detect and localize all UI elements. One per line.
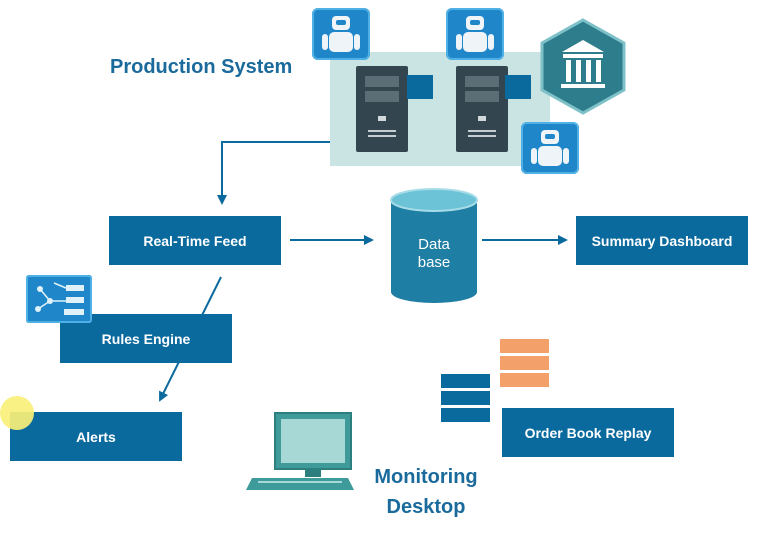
alerts-label: Alerts [76,428,116,445]
server-tag [407,75,433,99]
order-book-replay-box[interactable]: Order Book Replay [502,408,674,457]
server-tag [505,75,531,99]
database-label: Data base [391,236,477,272]
summary-dashboard-label: Summary Dashboard [591,232,733,249]
real-time-feed-box[interactable]: Real-Time Feed [109,216,281,265]
server-icon [456,66,508,152]
monitoring-title-line2: Desktop [386,496,466,518]
robot-icon [446,8,504,60]
database-label-line1: Data [418,236,450,253]
circuit-icon [26,275,92,323]
rules-engine-label: Rules Engine [101,330,191,347]
summary-dashboard-box[interactable]: Summary Dashboard [576,216,748,265]
server-icon [356,66,408,152]
real-time-feed-label: Real-Time Feed [143,232,247,249]
database-label-line2: base [417,254,451,271]
robot-icon [312,8,370,60]
production-system-title: Production System [110,56,293,78]
alerts-box[interactable]: Alerts [10,412,182,461]
monitoring-desktop-title: Monitoring Desktop [356,462,496,522]
monitoring-title-line1: Monitoring [374,466,478,488]
robot-icon [521,122,579,174]
order-book-replay-label: Order Book Replay [524,424,652,441]
alert-dot-icon [0,396,34,430]
